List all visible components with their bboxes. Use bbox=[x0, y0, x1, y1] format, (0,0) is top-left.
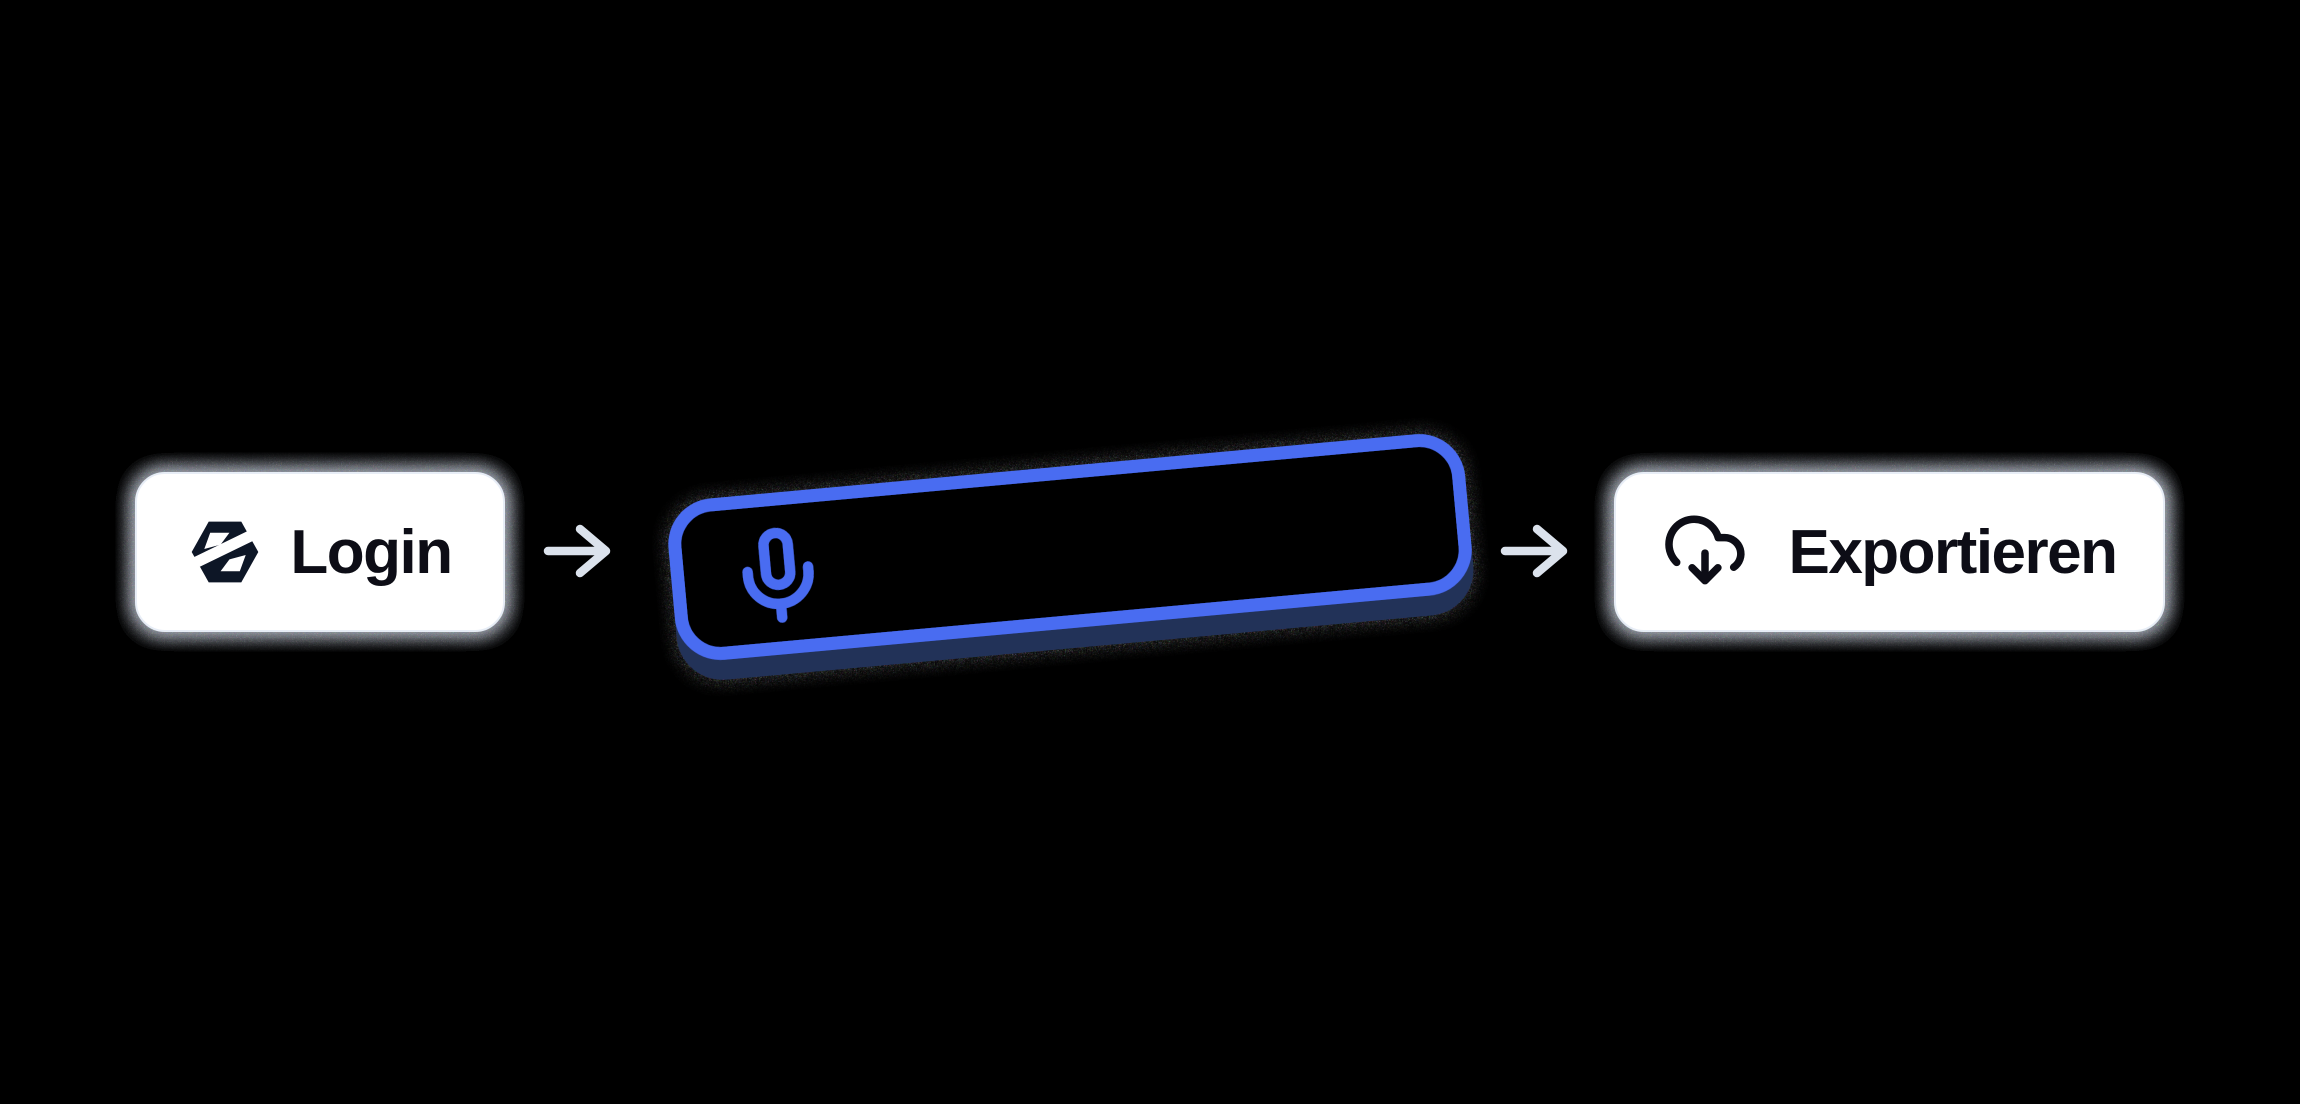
microphone-icon bbox=[742, 527, 814, 623]
s-hexagon-logo-icon bbox=[192, 521, 259, 583]
login-button-label: Login bbox=[290, 517, 453, 587]
right-arrow-icon bbox=[1500, 524, 1568, 578]
cloud-download-icon bbox=[1665, 515, 1746, 585]
export-button-label: Exportieren bbox=[1788, 517, 2118, 587]
login-button[interactable]: Login bbox=[135, 472, 505, 632]
export-button[interactable]: Exportieren bbox=[1614, 472, 2165, 632]
right-arrow-icon bbox=[543, 524, 611, 578]
voice-recording-box[interactable] bbox=[664, 430, 1476, 664]
